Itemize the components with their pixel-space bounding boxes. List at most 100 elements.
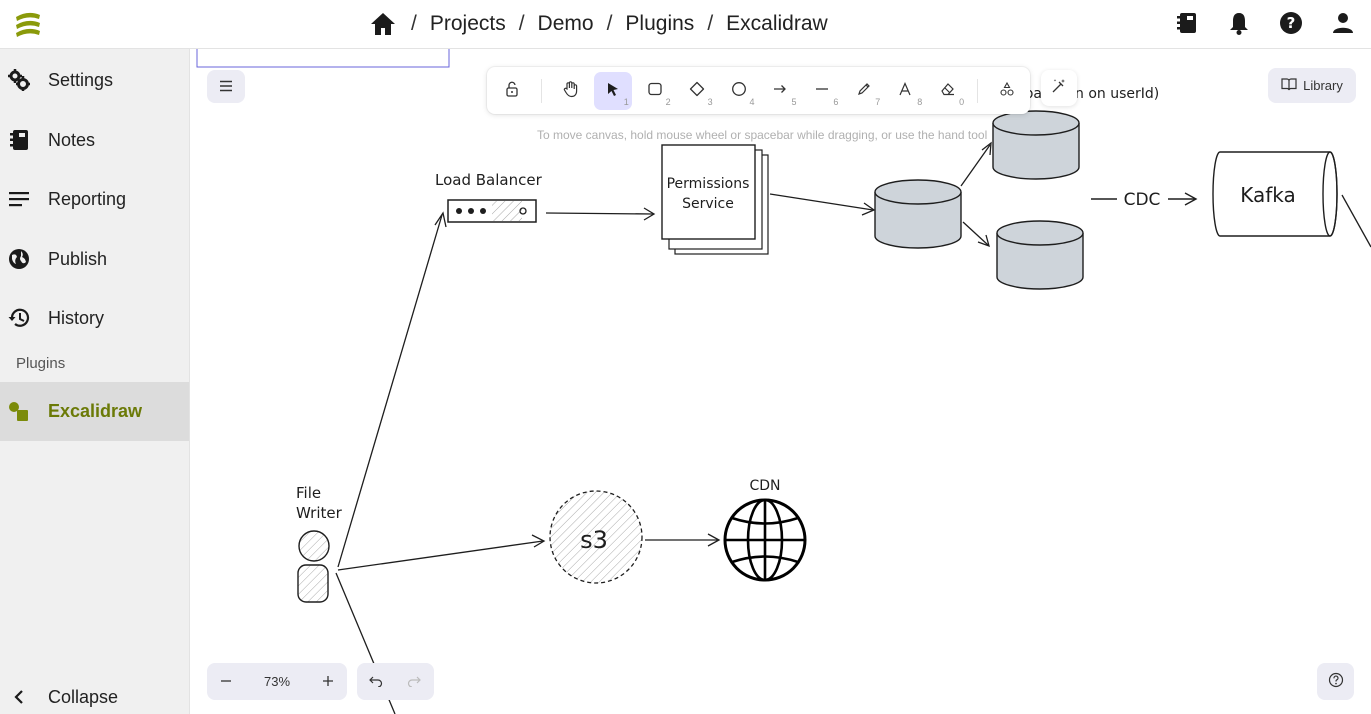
breadcrumb-demo[interactable]: Demo xyxy=(537,12,594,35)
tool-shortcut: 1 xyxy=(623,96,629,107)
arrow-tool-button[interactable]: 5 xyxy=(762,72,800,110)
breadcrumb-plugins[interactable]: Plugins xyxy=(625,12,695,35)
arrow-lb-to-permissions[interactable] xyxy=(545,207,656,221)
sidebar-item-excalidraw[interactable]: Excalidraw xyxy=(0,382,189,441)
arrow-db-to-replica-bottom[interactable] xyxy=(962,221,990,248)
plus-icon xyxy=(322,671,334,692)
arrow-permissions-to-db[interactable] xyxy=(769,193,876,216)
magic-wand-icon xyxy=(1050,77,1068,99)
pointer-icon xyxy=(605,81,621,101)
book-icon xyxy=(1281,77,1297,94)
magic-frame-button[interactable] xyxy=(1041,70,1077,106)
draw-tool-button[interactable]: 7 xyxy=(845,72,883,110)
bell-icon[interactable] xyxy=(1225,9,1253,37)
arrow-writer-to-s3[interactable] xyxy=(337,534,546,571)
hand-icon xyxy=(562,80,580,102)
sidebar-item-history[interactable]: History xyxy=(0,290,189,346)
load-balancer-node[interactable]: Load Balancer xyxy=(435,171,543,223)
hand-tool-button[interactable] xyxy=(552,72,590,110)
text-icon xyxy=(898,81,914,101)
kafka-node[interactable]: Kafka xyxy=(1212,151,1338,237)
canvas-hint: To move canvas, hold mouse wheel or spac… xyxy=(537,128,988,142)
sidebar-item-reporting[interactable]: Reporting xyxy=(0,171,189,227)
s3-node[interactable]: s3 xyxy=(549,490,643,584)
cdn-node[interactable]: CDN xyxy=(723,478,807,582)
main-menu-button[interactable] xyxy=(207,70,245,103)
pencil-icon xyxy=(856,81,872,101)
arrow-kafka-offscreen[interactable] xyxy=(1341,194,1371,248)
history-icon xyxy=(8,307,30,329)
lock-tool-button[interactable] xyxy=(493,72,531,110)
kafka-label: Kafka xyxy=(1240,183,1296,207)
sidebar-item-settings[interactable]: Settings xyxy=(0,52,189,108)
rectangle-tool-button[interactable]: 2 xyxy=(636,72,674,110)
sidebar-item-notes[interactable]: Notes xyxy=(0,112,189,168)
diamond-icon xyxy=(689,81,705,101)
primary-database[interactable] xyxy=(874,179,962,249)
more-shapes-button[interactable] xyxy=(988,72,1026,110)
home-icon[interactable] xyxy=(368,9,398,39)
file-writer-label-line2: Writer xyxy=(296,504,343,522)
globe-icon xyxy=(8,248,30,270)
zoom-out-button[interactable] xyxy=(207,663,245,700)
arrow-s3-to-cdn[interactable] xyxy=(645,533,721,547)
arrow-icon xyxy=(772,81,788,101)
diamond-tool-button[interactable]: 3 xyxy=(678,72,716,110)
tool-shortcut: 4 xyxy=(749,96,755,107)
sidebar-item-publish[interactable]: Publish xyxy=(0,231,189,287)
undo-button[interactable] xyxy=(357,663,395,700)
rectangle-icon xyxy=(647,81,663,101)
sidebar-item-label: Reporting xyxy=(48,188,127,209)
file-writer-label-line1: File xyxy=(296,484,321,502)
sidebar-collapse-button[interactable]: Collapse xyxy=(0,667,189,714)
zoom-in-button[interactable] xyxy=(309,663,347,700)
eraser-tool-button[interactable]: 0 xyxy=(929,72,967,110)
breadcrumb-excalidraw[interactable]: Excalidraw xyxy=(726,12,828,35)
zoom-reset-button[interactable]: 73% xyxy=(263,674,291,689)
lines-icon xyxy=(8,188,30,210)
text-tool-button[interactable]: 8 xyxy=(887,72,925,110)
canvas-help-button[interactable] xyxy=(1317,663,1354,700)
redo-icon xyxy=(407,672,421,691)
excalidraw-canvas[interactable]: Load Balancer Permissions Service xyxy=(190,49,1371,714)
notebook-icon[interactable] xyxy=(1173,9,1201,37)
arrow-db-to-replica-top[interactable] xyxy=(960,141,992,187)
tool-shortcut: 2 xyxy=(665,96,671,107)
library-label: Library xyxy=(1303,78,1343,93)
top-bar: / Projects / Demo / Plugins / Excalidraw… xyxy=(0,0,1371,49)
sidebar-item-label: History xyxy=(48,307,105,328)
lock-open-icon xyxy=(504,81,520,101)
library-button[interactable]: Library xyxy=(1268,68,1356,103)
s3-label: s3 xyxy=(580,526,608,554)
line-tool-button[interactable]: 6 xyxy=(803,72,841,110)
replica-database-bottom[interactable] xyxy=(996,220,1084,290)
replica-database-top[interactable] xyxy=(992,110,1080,180)
permissions-service-node[interactable]: Permissions Service xyxy=(661,144,769,255)
sidebar-item-label: Notes xyxy=(48,129,96,150)
line-icon xyxy=(814,81,830,101)
ellipse-tool-button[interactable]: 4 xyxy=(720,72,758,110)
tool-shortcut: 5 xyxy=(791,96,797,107)
shape-toolbar: 1 2 3 4 5 xyxy=(487,67,1030,114)
diagram-drawing: Load Balancer Permissions Service xyxy=(196,49,1371,714)
help-icon[interactable]: ? xyxy=(1277,9,1305,37)
notebook-icon xyxy=(8,129,30,151)
redo-button[interactable] xyxy=(395,663,433,700)
selection-tool-button[interactable]: 1 xyxy=(593,71,632,110)
breadcrumb-separator: / xyxy=(606,12,613,35)
breadcrumb-projects[interactable]: Projects xyxy=(429,12,506,35)
app-logo-icon[interactable] xyxy=(12,8,44,40)
offscreen-frame[interactable] xyxy=(196,49,450,68)
arrow-writer-to-lb[interactable] xyxy=(337,211,447,568)
user-icon[interactable] xyxy=(1329,9,1357,37)
breadcrumb-separator: / xyxy=(707,12,714,35)
sidebar-section-plugins: Plugins xyxy=(16,355,66,372)
zoom-controls: 73% xyxy=(207,663,347,700)
tool-shortcut: 7 xyxy=(875,96,881,107)
hamburger-icon xyxy=(219,77,233,96)
file-writer-node[interactable]: File Writer xyxy=(296,484,343,603)
tool-shortcut: 3 xyxy=(707,96,713,107)
cdc-arrow[interactable]: CDC xyxy=(1091,190,1198,210)
chevron-left-icon xyxy=(8,686,30,708)
permissions-label-line1: Permissions xyxy=(667,176,750,192)
